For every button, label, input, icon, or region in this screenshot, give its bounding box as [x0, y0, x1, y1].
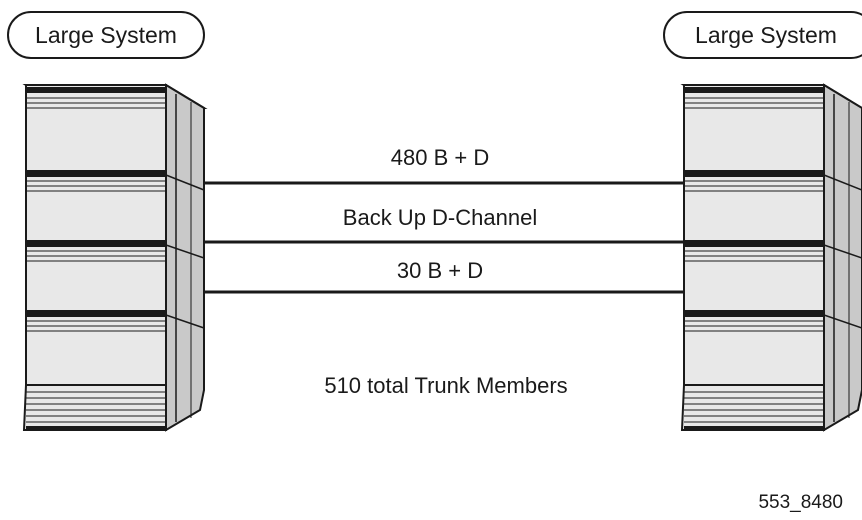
left-system-label: Large System — [8, 12, 204, 58]
left-cabinet — [24, 85, 204, 431]
figure-id: 553_8480 — [758, 492, 843, 513]
left-system-label-text: Large System — [35, 22, 177, 48]
link-label-backup-dchannel: Back Up D-Channel — [343, 205, 537, 230]
right-system-label-text: Large System — [695, 22, 837, 48]
right-cabinet — [682, 85, 862, 431]
link-label-480bd: 480 B + D — [391, 145, 489, 170]
trunk-summary: 510 total Trunk Members — [324, 373, 567, 398]
right-system-label: Large System — [664, 12, 862, 58]
link-label-30bd: 30 B + D — [397, 258, 483, 283]
